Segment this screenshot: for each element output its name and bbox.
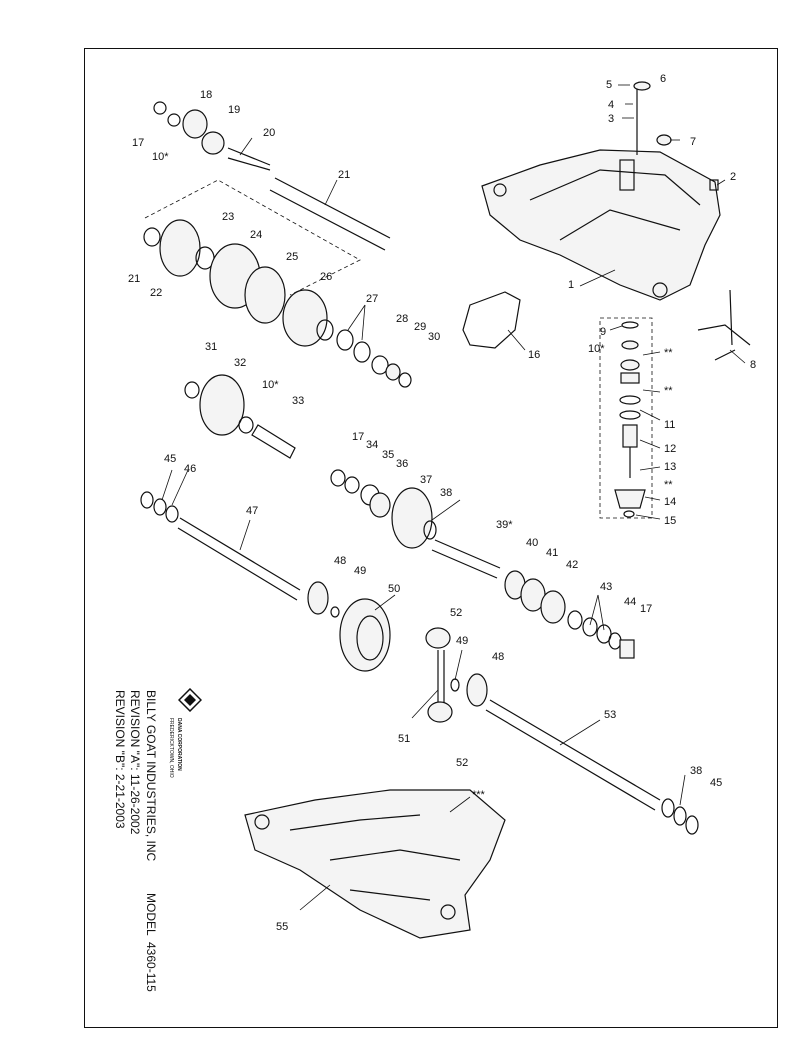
label-46a: 45	[164, 453, 176, 465]
label-54: 53	[604, 709, 616, 721]
model-number: 4360-115	[144, 942, 158, 992]
dana-logo	[177, 687, 203, 713]
label-19: 19	[228, 104, 240, 116]
label-23: 22	[150, 287, 162, 299]
drawing-frame	[84, 48, 778, 1028]
label-38: 37	[420, 474, 432, 486]
label-34: 33	[292, 395, 304, 407]
label-25: 24	[250, 229, 262, 241]
label-32: 31	[205, 341, 217, 353]
label-8: 8	[750, 359, 756, 371]
label-27: 26	[320, 271, 332, 283]
label-22: 21	[128, 273, 140, 285]
revision-a: REVISION "A": 11-26-2002	[128, 690, 142, 835]
label-12: 12	[664, 443, 676, 455]
label-36: 35	[382, 449, 394, 461]
label-29: 28	[396, 313, 408, 325]
label-44: 43	[600, 581, 612, 593]
label-30: 29	[414, 321, 426, 333]
upper-housing	[481, 149, 721, 301]
label-7: 7	[690, 136, 696, 148]
label-52: 51	[398, 733, 410, 745]
label-21: 21	[338, 169, 350, 181]
label-50a: 49	[354, 565, 366, 577]
label-9: 9	[600, 326, 606, 338]
label-3: 3	[608, 113, 614, 125]
label-5: 5	[606, 79, 612, 91]
label-45: 44	[624, 596, 636, 608]
shaft-column	[633, 81, 719, 191]
label-53b: 52	[456, 757, 468, 769]
label-6: 6	[660, 73, 666, 85]
label-42: 41	[546, 547, 558, 559]
label-48: 47	[246, 505, 258, 517]
customer-name: BILLY GOAT INDUSTRIES, INC	[144, 690, 158, 862]
company-name: DANA CORPORATION	[176, 718, 182, 771]
left-axle-group	[140, 491, 340, 618]
label-47: 46	[184, 463, 196, 475]
lower-housing	[244, 789, 506, 939]
label-43: 42	[566, 559, 578, 571]
label-53a: 52	[450, 607, 462, 619]
label-55: 55	[276, 921, 288, 933]
label-51: 50	[388, 583, 400, 595]
label-18: 18	[200, 89, 212, 101]
label-46b: 45	[710, 777, 722, 789]
group-bracket	[144, 179, 361, 296]
label-41: 40	[526, 537, 538, 549]
label-1: 1	[568, 279, 574, 291]
bracket-arm	[697, 289, 751, 361]
label-40: 39*	[496, 519, 513, 531]
label-24: 23	[222, 211, 234, 223]
label-10b: 10*	[152, 151, 169, 163]
label-4: 4	[608, 99, 614, 111]
drive-chain	[462, 291, 521, 349]
label-28: 27	[366, 293, 378, 305]
label-dbl-star-b: **	[664, 385, 673, 397]
label-15: 15	[664, 515, 676, 527]
label-39a: 38	[440, 487, 452, 499]
differential-pinions	[425, 627, 488, 723]
label-triple-star: ***	[472, 789, 486, 801]
label-49b: 48	[492, 651, 504, 663]
label-50b: 49	[456, 635, 468, 647]
model-label: MODEL	[144, 893, 158, 936]
counter-gear-group	[184, 374, 296, 459]
company-city: FREDERICKTOWN, OHIO	[168, 718, 174, 778]
label-dbl-star-c: **	[664, 479, 673, 491]
ring-gear	[339, 598, 391, 672]
label-10a: 10*	[588, 343, 605, 355]
part-labels: 1 2 3 4 5 6 7 8 9 10* 11 12 13 ** ** ** …	[128, 73, 756, 933]
label-20: 20	[263, 127, 275, 139]
label-13: 13	[664, 461, 676, 473]
label-39b: 38	[690, 765, 702, 777]
label-17a: 17	[132, 137, 144, 149]
label-17c: 17	[640, 603, 652, 615]
gear-row	[143, 219, 412, 388]
revision-b: REVISION "B": 2-21-2003	[113, 690, 127, 829]
right-stack	[599, 317, 653, 519]
label-10c: 10*	[262, 379, 279, 391]
label-16: 16	[528, 349, 540, 361]
label-11: 11	[664, 419, 675, 431]
label-37: 36	[396, 458, 408, 470]
right-axle	[485, 699, 661, 811]
label-17b: 17	[352, 431, 364, 443]
label-14: 14	[664, 496, 676, 508]
label-31: 30	[428, 331, 440, 343]
output-gear-row	[504, 570, 635, 659]
top-shaft-group	[153, 101, 391, 251]
label-26: 25	[286, 251, 298, 263]
leader-lines	[161, 84, 746, 911]
label-49a: 48	[334, 555, 346, 567]
label-2: 2	[730, 171, 736, 183]
label-35: 34	[366, 439, 378, 451]
intermediate-shaft-group	[330, 469, 501, 579]
label-33: 32	[234, 357, 246, 369]
label-dbl-star-a: **	[664, 347, 673, 359]
